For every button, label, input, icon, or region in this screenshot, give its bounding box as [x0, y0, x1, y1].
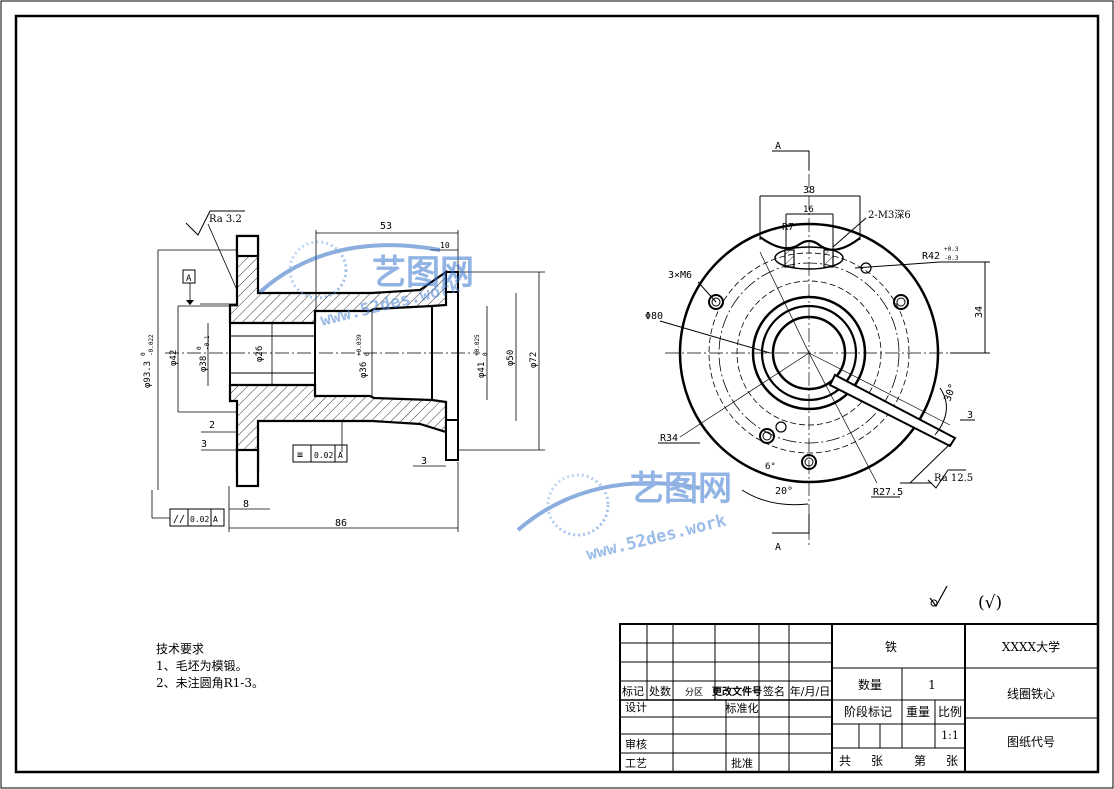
dim-3-side: 3: [967, 410, 973, 421]
weight-label: 重量: [906, 705, 930, 719]
par-tolerance-value: 0.02: [190, 515, 209, 524]
front-section-view: 53 10 Ra 3.2 A φ93.3 0 -0.022 φ42 φ38 0 …: [140, 210, 545, 532]
sym-tolerance-datum: A: [338, 451, 343, 460]
dim-86: 86: [335, 518, 347, 529]
dim-phi50: φ50: [506, 350, 516, 366]
svg-text:0: 0: [140, 352, 147, 356]
section-a-top: A: [775, 141, 781, 152]
qty-value: 1: [928, 678, 936, 692]
rev-zone: 分区: [685, 687, 703, 698]
par-tolerance-datum: A: [213, 515, 218, 524]
watermark-bottom: 艺图网 www.52des.work: [516, 469, 732, 565]
technical-notes: 技术要求 1、毛坯为模锻。 2、未注圆角R1-3。: [156, 641, 264, 692]
angle-small: 6°: [765, 462, 776, 472]
inner-frame: [14, 14, 1100, 774]
angle-20: 20°: [775, 486, 793, 497]
dim-r34: R34: [660, 433, 678, 444]
svg-text:-0.3: -0.3: [944, 255, 959, 262]
dim-3xm6: 3×M6: [668, 270, 692, 281]
roughness-ra125: Ra 12.5: [934, 473, 973, 484]
design-label: 设计: [625, 701, 647, 714]
dim-r7: R7: [782, 222, 794, 233]
svg-text:+0.039: +0.039: [356, 334, 363, 356]
title-block: 铁 XXXX大学 数量 1 线圈铁心 阶段标记 重量 比例 1:1 图纸代号 共…: [619, 623, 1099, 773]
sheet-label: 张: [871, 754, 883, 768]
sym-tolerance-symbol: ≡: [297, 450, 303, 461]
sym-tolerance-value: 0.02: [314, 451, 333, 460]
par-tolerance-symbol: //: [173, 514, 185, 525]
process-label: 工艺: [625, 757, 647, 770]
svg-text:0: 0: [364, 352, 371, 356]
dim-phi42: φ42: [169, 350, 179, 366]
notes-line-2: 2、未注圆角R1-3。: [156, 676, 264, 690]
dim-3b: 3: [421, 456, 427, 467]
dim-2: 2: [209, 420, 215, 431]
school-name: XXXX大学: [1002, 639, 1060, 654]
section-lower: [228, 383, 448, 472]
watermark-url-bottom: www.52des.work: [584, 511, 728, 565]
roughness-ra32: Ra 3.2: [209, 214, 242, 225]
drawing-no-label: 图纸代号: [1007, 735, 1055, 749]
part-name: 线圈铁心: [1007, 687, 1055, 701]
scale-value: 1:1: [941, 729, 959, 742]
scale-label: 比例: [938, 705, 962, 719]
qty-label: 数量: [858, 677, 882, 692]
watermark-brand-bottom: 艺图网: [630, 469, 732, 509]
dim-34: 34: [974, 306, 985, 318]
section-upper: [228, 234, 448, 325]
total-label: 共: [839, 754, 851, 768]
dim-16: 16: [803, 205, 814, 215]
dim-phi38: φ38: [199, 356, 209, 372]
page-label: 第: [914, 754, 926, 768]
approve-label: 批准: [731, 756, 753, 770]
paren-check: (√): [978, 593, 1002, 613]
dim-8: 8: [243, 499, 249, 510]
surface-finish-symbol: (√): [929, 585, 1002, 613]
watermark-brand-top: 艺图网: [372, 253, 474, 293]
dim-53: 53: [380, 221, 392, 232]
dim-r42: R42: [922, 251, 940, 262]
svg-text:0: 0: [482, 352, 489, 356]
dim-r275: R27.5: [873, 487, 903, 498]
svg-text:+0.025: +0.025: [474, 334, 481, 356]
dim-phi26: φ26: [255, 346, 265, 362]
side-view: A A 38 16 R7 2-M3深6 R42 +0.3 -0.3 3×M6 3…: [645, 141, 990, 553]
dim-phi41: φ41: [477, 362, 487, 378]
svg-text:-0.1: -0.1: [204, 335, 211, 350]
rev-date: 年/月/日: [790, 684, 830, 698]
rev-count: 处数: [649, 685, 671, 698]
rev-sign: 签名: [763, 684, 785, 698]
standardize-label: 标准化: [726, 701, 759, 715]
sheet-label-2: 张: [946, 754, 958, 768]
dim-3a: 3: [201, 439, 207, 450]
material: 铁: [885, 640, 897, 654]
dim-m3: 2-M3深6: [868, 209, 911, 221]
outer-circle: [678, 222, 940, 484]
dim-10: 10: [440, 241, 450, 250]
notes-line-1: 1、毛坯为模锻。: [156, 659, 248, 673]
dim-phi72: φ72: [529, 352, 539, 368]
dim-phi80: Φ80: [645, 311, 663, 322]
section-a-bottom: A: [775, 542, 781, 553]
dim-phi36: φ36: [359, 362, 369, 378]
notes-title: 技术要求: [156, 642, 205, 656]
svg-text:+0.3: +0.3: [944, 246, 959, 253]
svg-text:0: 0: [196, 346, 203, 350]
dim-phi93: φ93.3: [143, 361, 153, 388]
review-label: 审核: [625, 737, 647, 751]
angle-30: 30°: [942, 382, 959, 403]
stage-label: 阶段标记: [844, 704, 892, 719]
rev-doc: 更改文件号: [712, 685, 762, 698]
datum-a-label: A: [186, 274, 192, 284]
rev-mark: 标记: [622, 684, 644, 698]
svg-text:-0.022: -0.022: [148, 334, 155, 356]
dim-38: 38: [803, 185, 815, 196]
